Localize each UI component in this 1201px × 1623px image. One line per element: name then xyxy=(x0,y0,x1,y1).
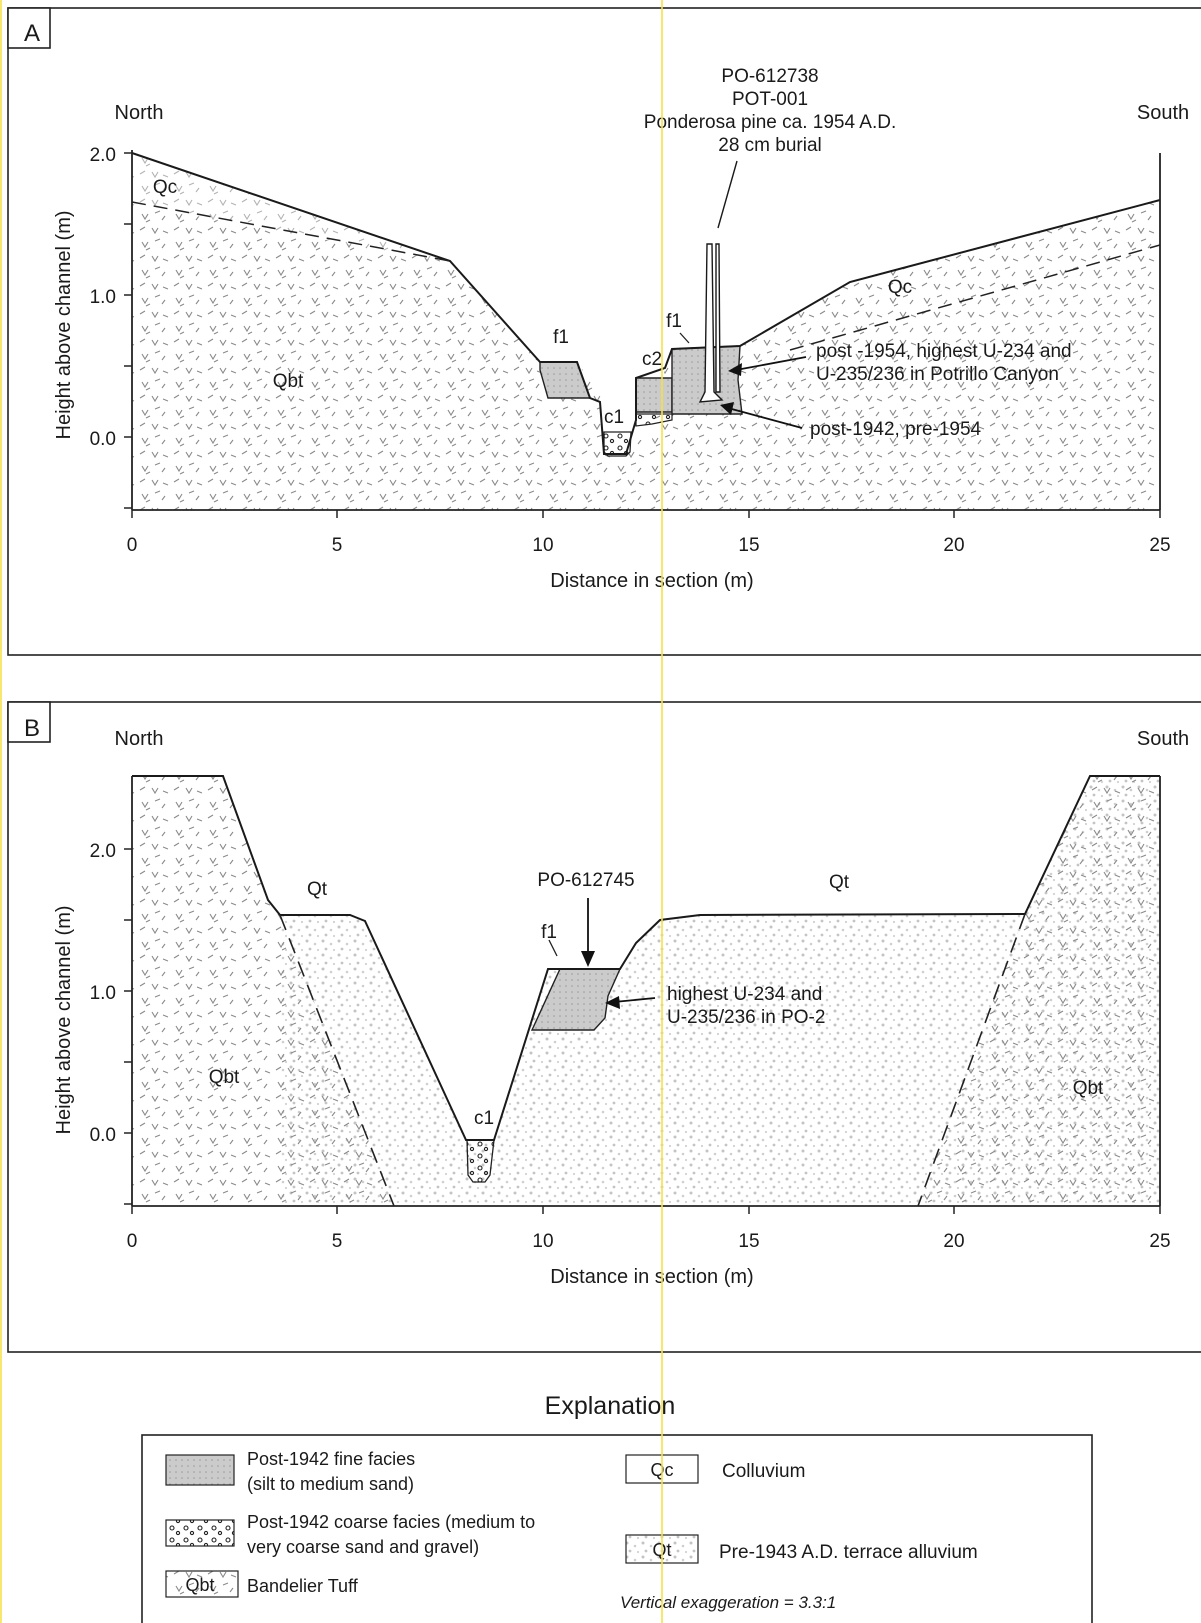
panel-b-x-tick-label: 15 xyxy=(738,1231,759,1252)
panel-b-contact-right xyxy=(917,913,1026,1207)
panel-a-arrow-post1942 xyxy=(727,407,803,429)
explanation-title: Explanation xyxy=(544,1392,676,1420)
panel-b-y-tick-label: 2.0 xyxy=(90,841,116,862)
panel-a-x-tick-label: 20 xyxy=(943,535,964,556)
panel-a-contact-right xyxy=(789,244,1161,351)
panel-b-letter: B xyxy=(24,715,40,742)
panel-b-coarse-facies-c1 xyxy=(466,1139,495,1183)
panel-b-unit-qbt-right: Qbt xyxy=(1073,1078,1104,1099)
panel-a-unit-qc-left: Qc xyxy=(153,177,177,198)
panel-b-sample-id: PO-612745 xyxy=(537,870,634,891)
panel-a-letter: A xyxy=(24,20,40,47)
legend-label-coarse: very coarse sand and gravel) xyxy=(247,1537,479,1557)
panel-b-x-tick-label: 0 xyxy=(127,1231,138,1252)
panel-a-x-tick-label: 10 xyxy=(532,535,553,556)
panel-b-arrow-note-head xyxy=(605,996,620,1009)
panel-b-arrow-note xyxy=(613,997,656,1003)
legend-swatch-qbt xyxy=(165,1570,239,1598)
legend-label-fine: (silt to medium sand) xyxy=(247,1474,414,1494)
panel-b-south-label: South xyxy=(1137,728,1189,750)
panel-b-tuff-left xyxy=(132,776,394,1206)
panel-a-sample-burial: 28 cm burial xyxy=(718,135,822,156)
panel-a-unit-qbt: Qbt xyxy=(273,371,304,392)
panel-a-f1-right: f1 xyxy=(666,311,682,332)
panel-b-x-tick-label: 20 xyxy=(943,1231,964,1252)
panel-a-frame xyxy=(7,7,1201,656)
panel-b-letter-box xyxy=(7,701,51,743)
panel-a-y-tick-label: 1.0 xyxy=(90,287,116,308)
panel-a-tree-leader xyxy=(717,160,738,229)
panel-b-frame xyxy=(7,701,1201,1353)
legend-swatch-coarse xyxy=(165,1519,235,1547)
panel-b-arrow-sample-head xyxy=(581,951,595,967)
panel-b-x-ticks xyxy=(131,1206,1161,1214)
panel-a-note-post1954: post -1954, highest U-234 and xyxy=(816,341,1072,362)
panel-a-y-tick-label: 2.0 xyxy=(90,145,116,166)
panel-a-f1-left: f1 xyxy=(553,327,569,348)
panel-b-x-axis-label: Distance in section (m) xyxy=(550,1266,753,1288)
panel-a-x-tick-label: 25 xyxy=(1149,535,1170,556)
panel-a-contact-left xyxy=(131,201,451,262)
panel-b-ground-surface xyxy=(132,775,1160,1141)
panel-a-sample-code: POT-001 xyxy=(732,89,808,110)
panel-b-note: highest U-234 and xyxy=(667,984,822,1005)
panel-b-y-tick-label: 0.0 xyxy=(90,1125,116,1146)
panel-b-y-ticks xyxy=(124,848,132,1205)
panel-a-north-label: North xyxy=(115,102,164,124)
panel-b-y-tick-label: 1.0 xyxy=(90,983,116,1004)
legend-label-coarse: Post-1942 coarse facies (medium to xyxy=(247,1512,535,1532)
explanation-box xyxy=(141,1434,1093,1623)
panel-b-x-tick-label: 25 xyxy=(1149,1231,1170,1252)
panel-a-unit-qc-right: Qc xyxy=(888,277,912,298)
panel-a-f1-right-leader xyxy=(679,332,690,344)
panel-a-fine-facies-c2 xyxy=(635,377,673,413)
legend-label-qt: Pre-1943 A.D. terrace alluvium xyxy=(719,1542,978,1563)
panel-a-note-post1954: U-235/236 in Potrillo Canyon xyxy=(816,364,1059,385)
panel-a-sample-id: PO-612738 xyxy=(721,66,818,87)
legend-label-qbt: Bandelier Tuff xyxy=(247,1576,359,1596)
legend-label-qc: Colluvium xyxy=(722,1461,805,1482)
legend-label-fine: Post-1942 fine facies xyxy=(247,1449,415,1469)
panel-a-arrow-post1954 xyxy=(735,356,807,371)
panel-b-unit-qt-left: Qt xyxy=(307,879,328,900)
panel-b-x-tick-label: 5 xyxy=(332,1231,343,1252)
panel-a-x-ticks xyxy=(131,510,1161,518)
panel-b-f1: f1 xyxy=(541,922,557,943)
panel-b-f1-leader xyxy=(548,939,558,957)
panel-b-x-tick-label: 10 xyxy=(532,1231,553,1252)
panel-a-y-axis-label: Height above channel (m) xyxy=(53,210,75,439)
panel-a-y-tick-label: 0.0 xyxy=(90,429,116,450)
panel-b-y-axis-label: Height above channel (m) xyxy=(53,905,75,1134)
panel-a-c2: c2 xyxy=(642,349,662,370)
panel-a-letter-box xyxy=(7,7,51,49)
panel-a-note-post1942: post-1942, pre-1954 xyxy=(810,419,982,440)
panel-b-contact-left xyxy=(279,914,395,1207)
pine-tree-icon xyxy=(698,243,724,403)
panel-a-c1: c1 xyxy=(604,407,624,428)
panel-b-alluvium-unit xyxy=(280,776,1160,1206)
panel-a-arrow-post1942-head xyxy=(720,402,734,415)
panel-a-sample-desc: Ponderosa pine ca. 1954 A.D. xyxy=(644,112,896,133)
panel-a-x-tick-label: 0 xyxy=(127,535,138,556)
panel-b-north-label: North xyxy=(115,728,164,750)
vertical-exaggeration-note: Vertical exaggeration = 3.3:1 xyxy=(620,1593,836,1612)
legend-swatch-fine xyxy=(165,1454,235,1486)
panel-a-south-label: South xyxy=(1137,102,1189,124)
panel-b-c1: c1 xyxy=(474,1108,494,1129)
panel-a-x-tick-label: 5 xyxy=(332,535,343,556)
panel-a-arrow-post1954-head xyxy=(728,363,742,376)
panel-b-tuff-right xyxy=(918,776,1160,1206)
panel-b-note: U-235/236 in PO-2 xyxy=(667,1007,825,1028)
legend-symbol-qbt: Qbt xyxy=(185,1575,214,1595)
panel-b-unit-qt-right: Qt xyxy=(829,872,850,893)
panel-a-x-axis-label: Distance in section (m) xyxy=(550,570,753,592)
panel-a-x-tick-label: 15 xyxy=(738,535,759,556)
panel-a-tuff-unit xyxy=(132,153,1160,510)
panel-b-unit-qbt-left: Qbt xyxy=(209,1067,240,1088)
panel-a-y-ticks xyxy=(124,152,132,509)
